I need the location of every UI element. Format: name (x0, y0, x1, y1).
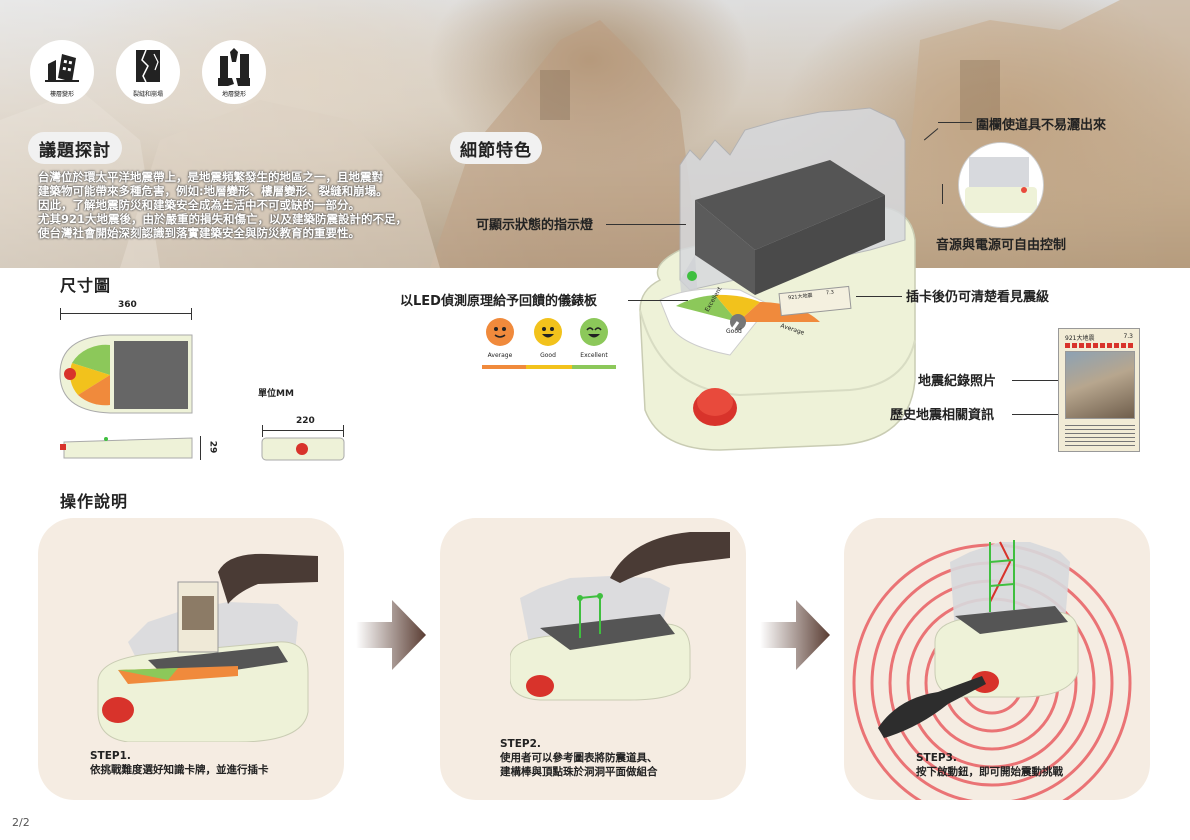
issue-description: 台灣位於環太平洋地震帶上，是地震頻繁發生的地區之一，且地震對 建築物可能帶來多種… (38, 170, 438, 240)
rating-bar-average (482, 365, 526, 369)
dimension-width: 360 (118, 300, 137, 310)
page-number: 2/2 (12, 816, 30, 829)
dimension-line-depth (262, 430, 344, 431)
rating-label: Good (540, 352, 556, 359)
cracked-wall-icon (136, 49, 160, 83)
dimension-tick (262, 425, 263, 437)
good-face-icon (534, 318, 562, 346)
step3-id: STEP3. (916, 752, 957, 764)
pressing-hand (878, 676, 986, 738)
average-face-icon (486, 318, 514, 346)
dimension-height: 29 (207, 440, 218, 454)
callout-line (856, 296, 902, 297)
excellent-face-icon (580, 318, 608, 346)
rating-label: Average (487, 352, 513, 359)
hazard-ground-deformation: 地層變形 (202, 40, 266, 104)
rating-bar-excellent (572, 365, 616, 369)
step2-panel: STEP2. 使用者可以參考圖表將防震道具、 建構棒與頂點珠於洞洞平面做組合 (440, 518, 746, 800)
arrow-right-icon (356, 600, 426, 670)
hazard-label: 地層變形 (221, 91, 246, 98)
magnitude-dots (1065, 343, 1135, 348)
issue-line: 建築物可能帶來多種危害，例如:地層變形、樓層變形、裂縫和崩塌。 (38, 184, 388, 198)
top-view-drawing (59, 334, 193, 414)
indicator-led (687, 271, 697, 281)
callout-line (1012, 380, 1058, 381)
dimension-tick (60, 308, 61, 320)
power-callout: 音源與電源可自由控制 (936, 238, 1067, 253)
callout-line (938, 122, 972, 123)
issue-line: 使台灣社會開始深刻認識到落實建築安全與防災教育的重要性。 (38, 226, 360, 240)
callout-line (942, 184, 943, 204)
photo-callout: 地震紀錄照片 (918, 374, 997, 389)
hazard-floor-deformation: 樓層變形 (30, 40, 94, 104)
indicator-callout: 可顯示狀態的指示燈 (476, 218, 594, 233)
step3-panel: STEP3. 按下啟動鈕，即可開始震動挑戰 (844, 518, 1150, 800)
arrow-right-icon (760, 600, 830, 670)
callout-line (606, 224, 686, 225)
operation-title: 操作說明 (60, 492, 129, 511)
fence-callout: 圍欄使道具不易灑出來 (976, 118, 1107, 133)
step3-text: 按下啟動鈕，即可開始震動挑戰 (916, 766, 1063, 778)
history-text-block (1065, 425, 1135, 447)
dimension-line-height (200, 436, 201, 460)
hazard-label: 裂縫和崩塌 (132, 91, 163, 98)
issue-title: 議題探討 (28, 132, 122, 164)
dimension-depth: 220 (296, 416, 315, 426)
rating-label: Excellent (580, 352, 608, 359)
step3-illustration (934, 540, 1079, 698)
step1-text: 依挑戰難度選好知識卡牌，並進行插卡 (90, 764, 269, 776)
history-callout: 歷史地震相關資訊 (890, 408, 995, 423)
callout-line (628, 300, 688, 301)
step2-text-line: 使用者可以參考圖表將防震道具、 (500, 752, 658, 764)
card-title: 921大地震 (1065, 335, 1095, 342)
step1-panel: STEP1. 依挑戰難度選好知識卡牌，並進行插卡 (38, 518, 344, 800)
hazard-crack-collapse: 裂縫和崩塌 (116, 40, 180, 104)
dimension-line-width (60, 313, 192, 314)
step2-text-line: 建構棒與頂點珠於洞洞平面做組合 (500, 766, 658, 778)
rating-bar-good (526, 365, 572, 369)
earthquake-photo (1065, 351, 1135, 419)
card-slot-callout: 插卡後仍可清楚看見震級 (906, 290, 1050, 305)
ground-crack-icon (218, 48, 250, 86)
knowledge-card: 921大地震 7.3 (1058, 328, 1140, 452)
dimensions-title: 尺寸圖 (60, 276, 112, 295)
callout-line (1012, 414, 1058, 415)
gauge-callout: 以LED偵測原理給予回饋的儀錶板 (400, 294, 597, 309)
dial-label-good: Good (726, 328, 742, 335)
device-illustration (639, 107, 916, 451)
unit-label: 單位MM (258, 389, 294, 399)
hazard-label: 樓層變形 (49, 91, 74, 98)
issue-line: 台灣位於環太平洋地震帶上，是地震頻繁發生的地區之一，且地震對 (38, 170, 383, 184)
side-view-drawing (60, 437, 193, 459)
features-title: 細節特色 (450, 132, 542, 164)
power-zoom-detail (958, 142, 1044, 228)
card-magnitude: 7.3 (1123, 333, 1133, 340)
step1-id: STEP1. (90, 750, 131, 762)
tilted-building-icon (45, 54, 79, 82)
dimension-tick (191, 308, 192, 320)
device-card-magnitude: 7.3 (825, 289, 835, 297)
step2-id: STEP2. (500, 738, 541, 750)
step2-illustration (510, 532, 730, 701)
step1-illustration (97, 553, 318, 742)
issue-line: 尤其921大地震後，由於嚴重的損失和傷亡，以及建築防震設計的不足， (38, 212, 408, 226)
issue-line: 因此，了解地震防災和建築安全成為生活中不可或缺的一部分。 (38, 198, 360, 212)
front-view-drawing (261, 437, 345, 461)
dimension-tick (343, 425, 344, 437)
